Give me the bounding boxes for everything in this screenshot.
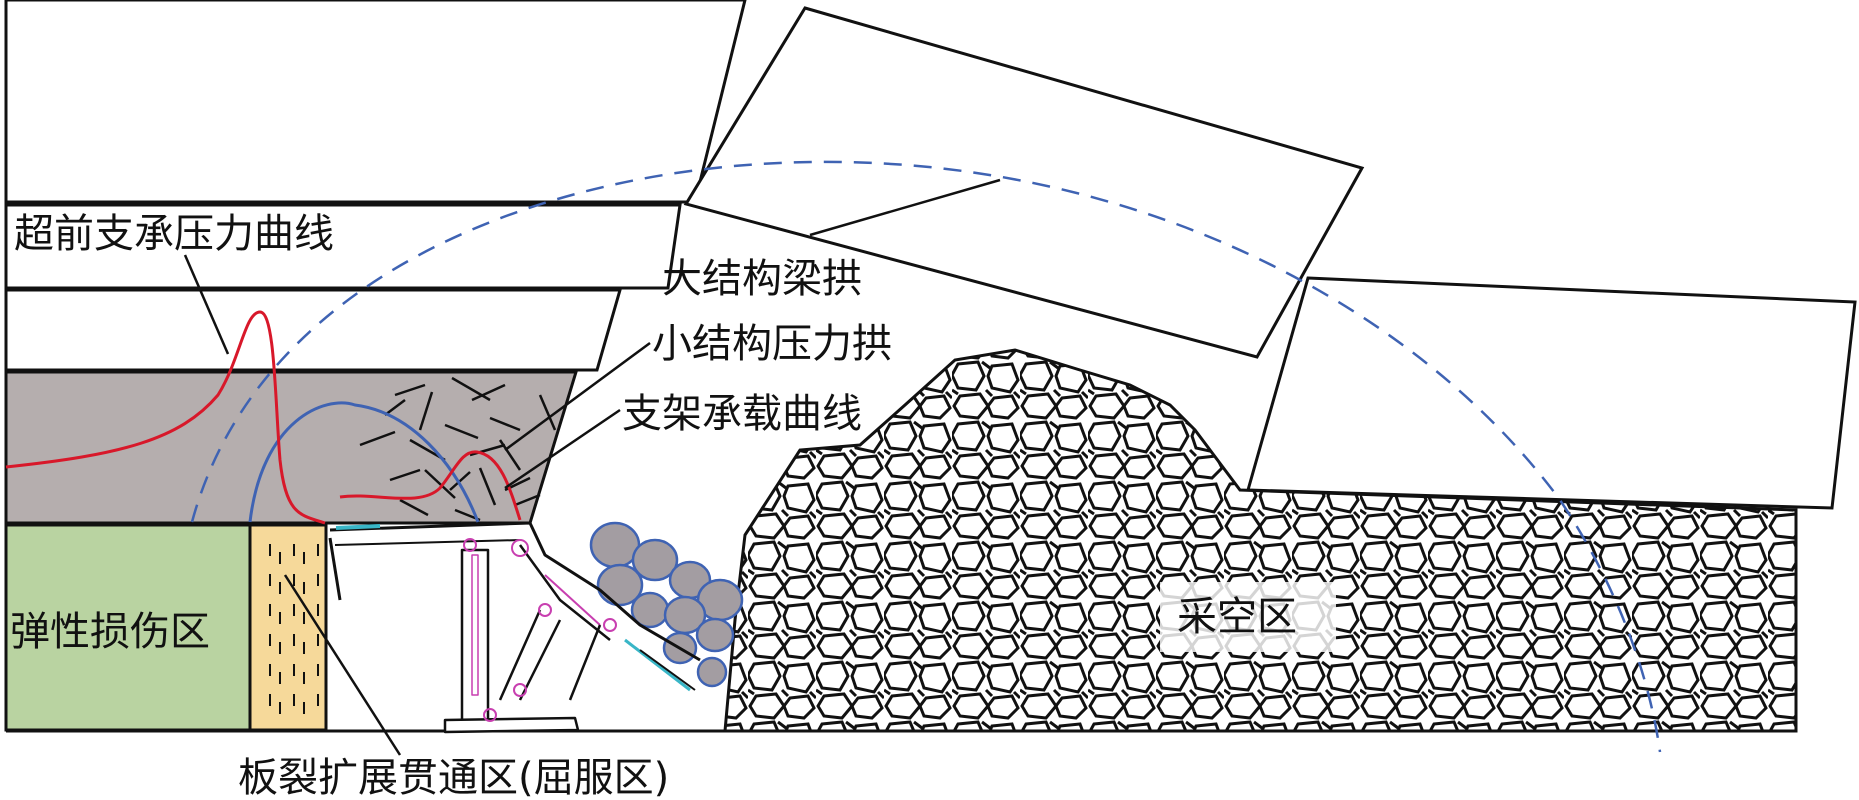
roof-strata: [4, 0, 1857, 510]
label-elastic-damage-zone: 弹性损伤区: [10, 609, 210, 655]
falling-rock-fragments: [589, 521, 744, 688]
small-structure-arch: [248, 401, 480, 523]
elastic-damage-zone: [4, 523, 252, 732]
label-goaf: 采空区: [1177, 594, 1297, 640]
label-plate-crack-zone: 板裂扩展贯通区(屈服区): [238, 755, 669, 800]
support-load-curve: [339, 450, 522, 521]
stratum-block-2: [4, 203, 682, 290]
stratum-block-3: [4, 288, 622, 372]
label-abutment-pressure-curve: 超前支承压力曲线: [14, 211, 334, 257]
goaf-label-backdrop: [1160, 582, 1336, 652]
broken-block-far: [1246, 276, 1857, 510]
hydraulic-support: [328, 521, 701, 734]
broken-block-rotated: [683, 6, 1365, 359]
stratum-block-top: [4, 0, 747, 204]
leader-lines: [183, 178, 1001, 756]
label-large-structure-beam-arch: 大结构梁拱: [662, 256, 862, 302]
label-small-structure-pressure-arch: 小结构压力拱: [652, 321, 892, 367]
label-support-load-curve: 支架承载曲线: [622, 391, 862, 437]
yield-zone-cracks: [258, 535, 320, 720]
goaf-caved-rock: [723, 348, 1798, 733]
abutment-pressure-curve: [5, 310, 326, 525]
large-structure-arch: [190, 160, 1662, 753]
